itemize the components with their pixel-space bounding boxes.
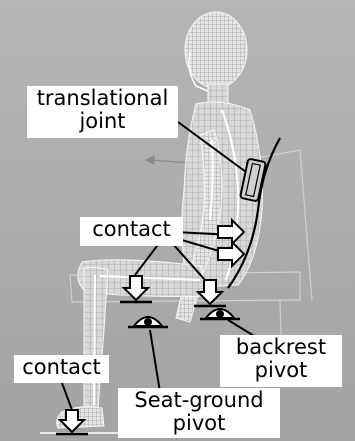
seat-ground-pivot-label: Seat-ground pivot (118, 388, 280, 438)
translational-joint-label: translational joint (27, 86, 178, 138)
backrest-pivot-label: backrest pivot (220, 335, 342, 387)
seat-ground-pivot-symbol (128, 317, 168, 327)
lower-leg (84, 267, 108, 410)
contact-label-foot: contact (14, 355, 109, 383)
head (185, 12, 247, 88)
backrest-pivot-symbol (200, 309, 240, 319)
contact-label-body: contact (80, 217, 183, 246)
